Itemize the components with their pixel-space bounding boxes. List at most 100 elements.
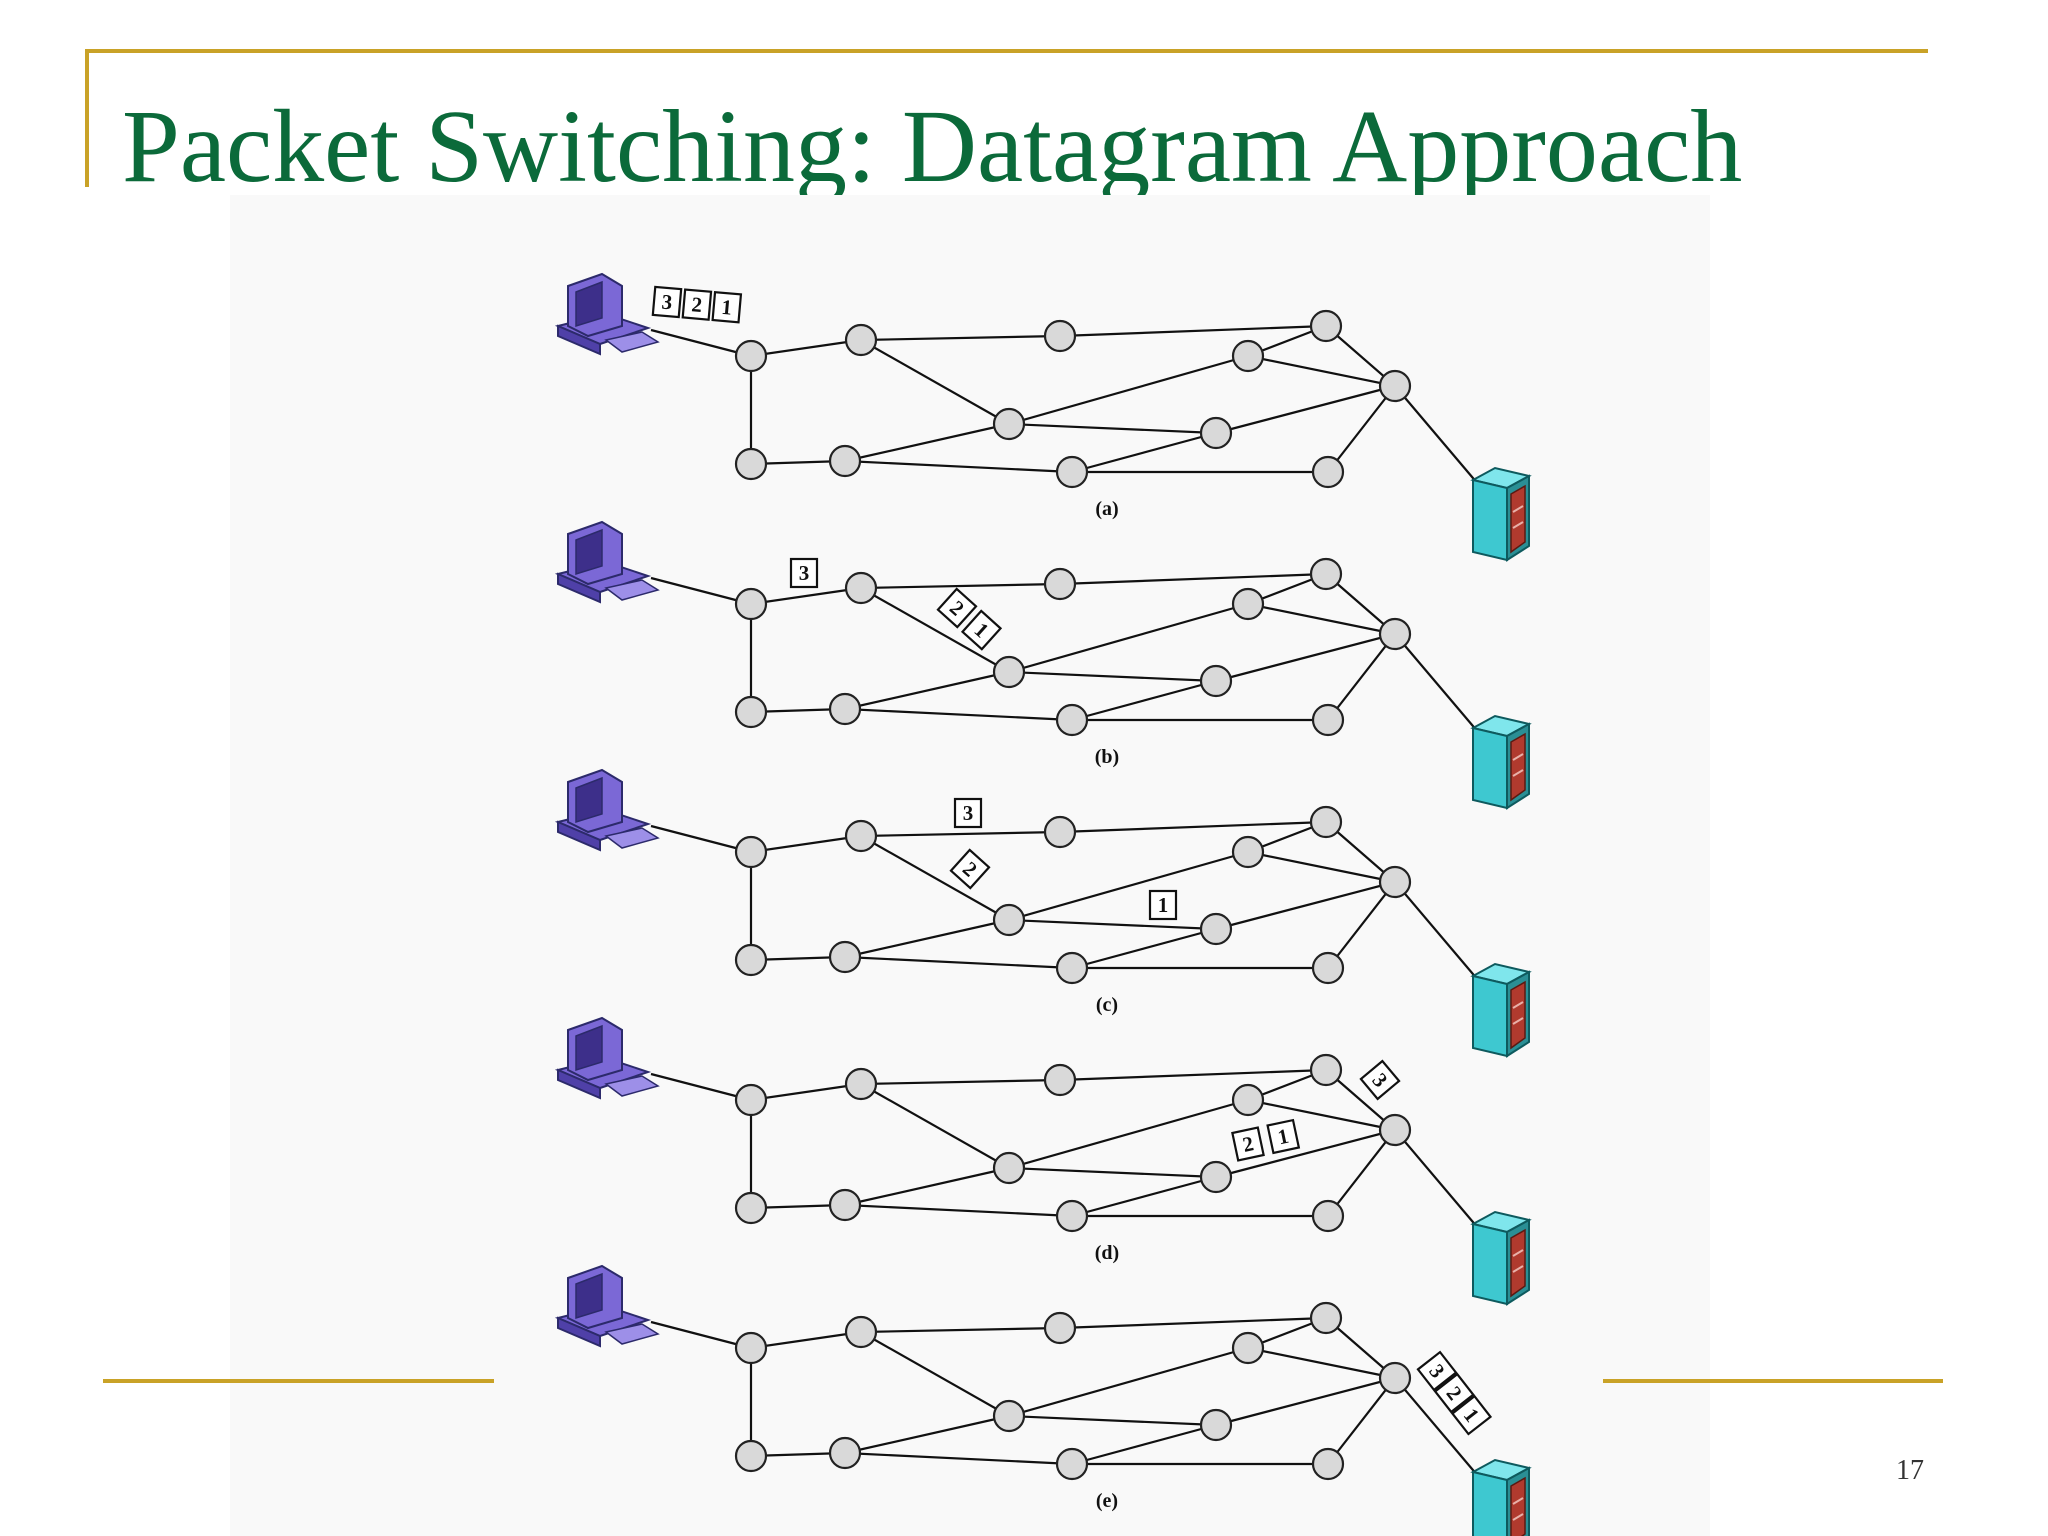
switch-node <box>992 903 1026 937</box>
computer-keyboard <box>604 1323 660 1345</box>
switch-node <box>1199 912 1233 946</box>
server-door-slot <box>1512 1513 1524 1521</box>
switch-node <box>1378 617 1412 651</box>
switch-node <box>1309 1301 1343 1335</box>
network-link <box>860 1083 1010 1169</box>
switch-node <box>1055 1447 1089 1481</box>
packet: 2 <box>949 848 991 890</box>
network-link <box>844 707 1073 722</box>
packet-box <box>1359 1059 1401 1101</box>
computer-base-side <box>557 1068 601 1100</box>
packet-box <box>711 290 743 324</box>
frame-top-rule <box>85 49 1928 53</box>
server-tower-icon <box>1470 1458 1532 1536</box>
packet-box <box>953 797 983 829</box>
switch-node <box>1311 951 1345 985</box>
switch-node <box>734 1191 768 1225</box>
server-door-slot <box>1512 1001 1524 1009</box>
network-link <box>1247 1098 1396 1132</box>
packet-box <box>789 557 819 589</box>
packet: 3 <box>789 557 819 589</box>
network-link <box>750 338 862 358</box>
network-link <box>1215 632 1396 683</box>
server-door-slot <box>1512 521 1524 529</box>
network-panel: 321(c) <box>554 768 1532 1058</box>
switch-node <box>828 940 862 974</box>
switch-node <box>1309 557 1343 591</box>
network-link <box>844 1203 1073 1218</box>
network-link <box>1008 602 1249 674</box>
switch-node <box>1043 815 1077 849</box>
switch-node <box>1055 951 1089 985</box>
panel-label: (d) <box>1095 1242 1119 1264</box>
switch-node <box>1231 339 1265 373</box>
network-link <box>844 1451 1073 1466</box>
packet-box <box>651 285 683 319</box>
switch-node <box>734 835 768 869</box>
packet-label: 1 <box>1276 1124 1291 1150</box>
network-link <box>860 1331 1010 1417</box>
desktop-computer-icon <box>554 768 660 852</box>
destination-link <box>1394 1129 1479 1229</box>
packet-label: 2 <box>691 292 704 317</box>
server-door <box>1510 484 1526 554</box>
switch-node <box>1043 1063 1077 1097</box>
network-link <box>844 1414 1010 1455</box>
network-link <box>860 334 1061 342</box>
switch-node <box>992 407 1026 441</box>
network-link <box>844 459 1073 474</box>
switch-node <box>1378 1361 1412 1395</box>
packet: 3 <box>651 285 683 319</box>
network-link <box>1059 1316 1327 1330</box>
desktop-computer-icon <box>554 1016 660 1100</box>
packet-label: 1 <box>1158 893 1169 917</box>
source-link <box>650 824 752 854</box>
switch-node <box>1231 1331 1265 1365</box>
switch-node <box>734 587 768 621</box>
network-link <box>1247 602 1396 636</box>
computer-keyboard <box>604 1075 660 1097</box>
server-door-slot <box>1512 505 1524 513</box>
network-link <box>1247 1346 1396 1380</box>
packet: 2 <box>1433 1372 1475 1414</box>
switch-node <box>1199 1160 1233 1194</box>
source-link <box>650 1072 752 1102</box>
server-door <box>1510 980 1526 1050</box>
switch-node <box>844 1067 878 1101</box>
packet-box <box>1433 1372 1475 1414</box>
destination-link <box>1394 385 1479 485</box>
packet-box <box>1231 1126 1265 1162</box>
network-link <box>1008 670 1217 683</box>
network-panel: 321(e) <box>554 1264 1532 1536</box>
server-front <box>1472 974 1508 1058</box>
switch-node <box>992 655 1026 689</box>
network-link <box>1059 324 1327 338</box>
network-link <box>1008 422 1217 435</box>
server-door-slot <box>1512 1249 1524 1257</box>
computer-keyboard <box>604 827 660 849</box>
network-link <box>1071 679 1217 722</box>
network-link <box>1215 1376 1396 1427</box>
network-link <box>844 670 1010 711</box>
switch-node <box>1311 455 1345 489</box>
network-link <box>1327 385 1396 473</box>
network-link <box>750 834 862 854</box>
switch-node <box>1311 1447 1345 1481</box>
panel-label: (b) <box>1095 746 1119 768</box>
switch-node <box>734 695 768 729</box>
network-link <box>844 918 1010 959</box>
packet-label: 3 <box>963 801 974 825</box>
source-link <box>650 576 752 606</box>
network-link <box>1008 1166 1217 1179</box>
computer-screen <box>575 776 603 824</box>
packet-box <box>960 609 1003 651</box>
network-link <box>1008 354 1249 426</box>
switch-node <box>1043 319 1077 353</box>
packet: 3 <box>1359 1059 1401 1101</box>
packet: 3 <box>1416 1350 1458 1392</box>
packet: 2 <box>1231 1126 1265 1162</box>
switch-node <box>1378 865 1412 899</box>
computer-screen <box>575 280 603 328</box>
panel-label: (e) <box>1096 1490 1118 1512</box>
